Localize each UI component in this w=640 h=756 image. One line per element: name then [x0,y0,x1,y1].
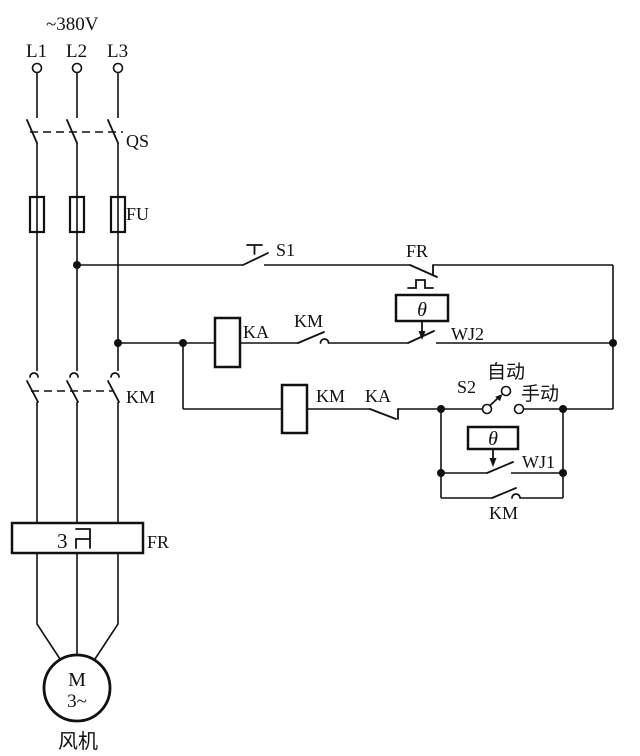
s1-label: S1 [276,240,295,260]
s2-common-contact [481,403,493,415]
s2-selector-switch: S2 自动 手动 [457,361,559,415]
phase-l3-label: L3 [107,41,128,62]
fr-nc-contact: FR [406,241,438,289]
fr-thermal-element: 3 FR [10,521,169,555]
terminal-l2 [71,62,83,74]
wj1-theta-symbol: θ [488,428,498,450]
fr-box [10,521,145,555]
km-coil [280,383,309,435]
fr-poles-label: 3 [57,529,68,553]
fu-label: FU [126,204,149,224]
supply-voltage-label: ~380V [46,14,99,35]
s2-manual-label: 手动 [521,383,559,405]
km-coil-label: KM [316,386,345,406]
km-aux-contact: KM [441,487,563,523]
motor-phase-label: 3~ [67,691,87,712]
s2-auto-contact [500,385,512,397]
motor-name-label: 风机 [58,730,98,753]
km-row: KM KA S2 自动 手动 [182,343,613,435]
fuse-l2 [68,195,86,234]
wj2-arrow-icon [418,331,426,340]
s2-manual-contact [513,403,525,415]
km-main-label: KM [126,387,155,407]
wj1-arrow-icon [489,458,497,467]
terminal-l1 [31,62,43,74]
ka-coil-label: KA [243,322,269,342]
km-main-contacts: KM [26,372,155,407]
phase-l1-label: L1 [26,41,47,62]
fr-thermal-symbol [407,279,434,289]
wj1-temperature-contact: θ WJ1 [441,425,563,474]
phase-wires [36,72,119,660]
fu-fuses: FU [28,195,149,234]
s2-label: S2 [457,377,476,397]
wj2-label: WJ2 [451,324,484,344]
control-top-rail: S1 FR [77,240,614,409]
km-aux-label: KM [489,503,518,523]
wj1-label: WJ1 [522,452,555,472]
motor: M 3~ 风机 [42,653,112,753]
fr-heater-symbol [75,528,91,549]
qs-disconnect-switch: QS [26,119,149,151]
wj2-temperature-contact: θ WJ2 [394,293,484,344]
terminal-l3 [112,62,124,74]
s2-auto-label: 自动 [487,361,525,383]
ka-row: KA KM θ WJ2 [118,293,613,369]
fuse-l1 [28,195,46,234]
ka-no-contact: KA [365,386,399,420]
bypass-branch: θ WJ1 KM [440,409,564,523]
motor-circle [42,653,112,723]
fr-main-label: FR [147,532,169,552]
s1-switch: S1 [242,240,295,266]
fr-contact-label: FR [406,241,428,261]
s2-wiper-arrow-icon [495,394,503,402]
fuse-l3 [109,195,127,234]
qs-label: QS [126,131,149,151]
power-supply: ~380V L1 L2 L3 [26,14,128,74]
wj2-theta-symbol: θ [417,299,427,321]
km-no-contact: KM [294,311,330,344]
phase-l2-label: L2 [66,41,87,62]
ka-coil [213,316,242,369]
ka-no-label: KA [365,386,391,406]
motor-m-label: M [68,669,86,691]
junction-dots [73,261,617,477]
km-no-label: KM [294,311,323,331]
